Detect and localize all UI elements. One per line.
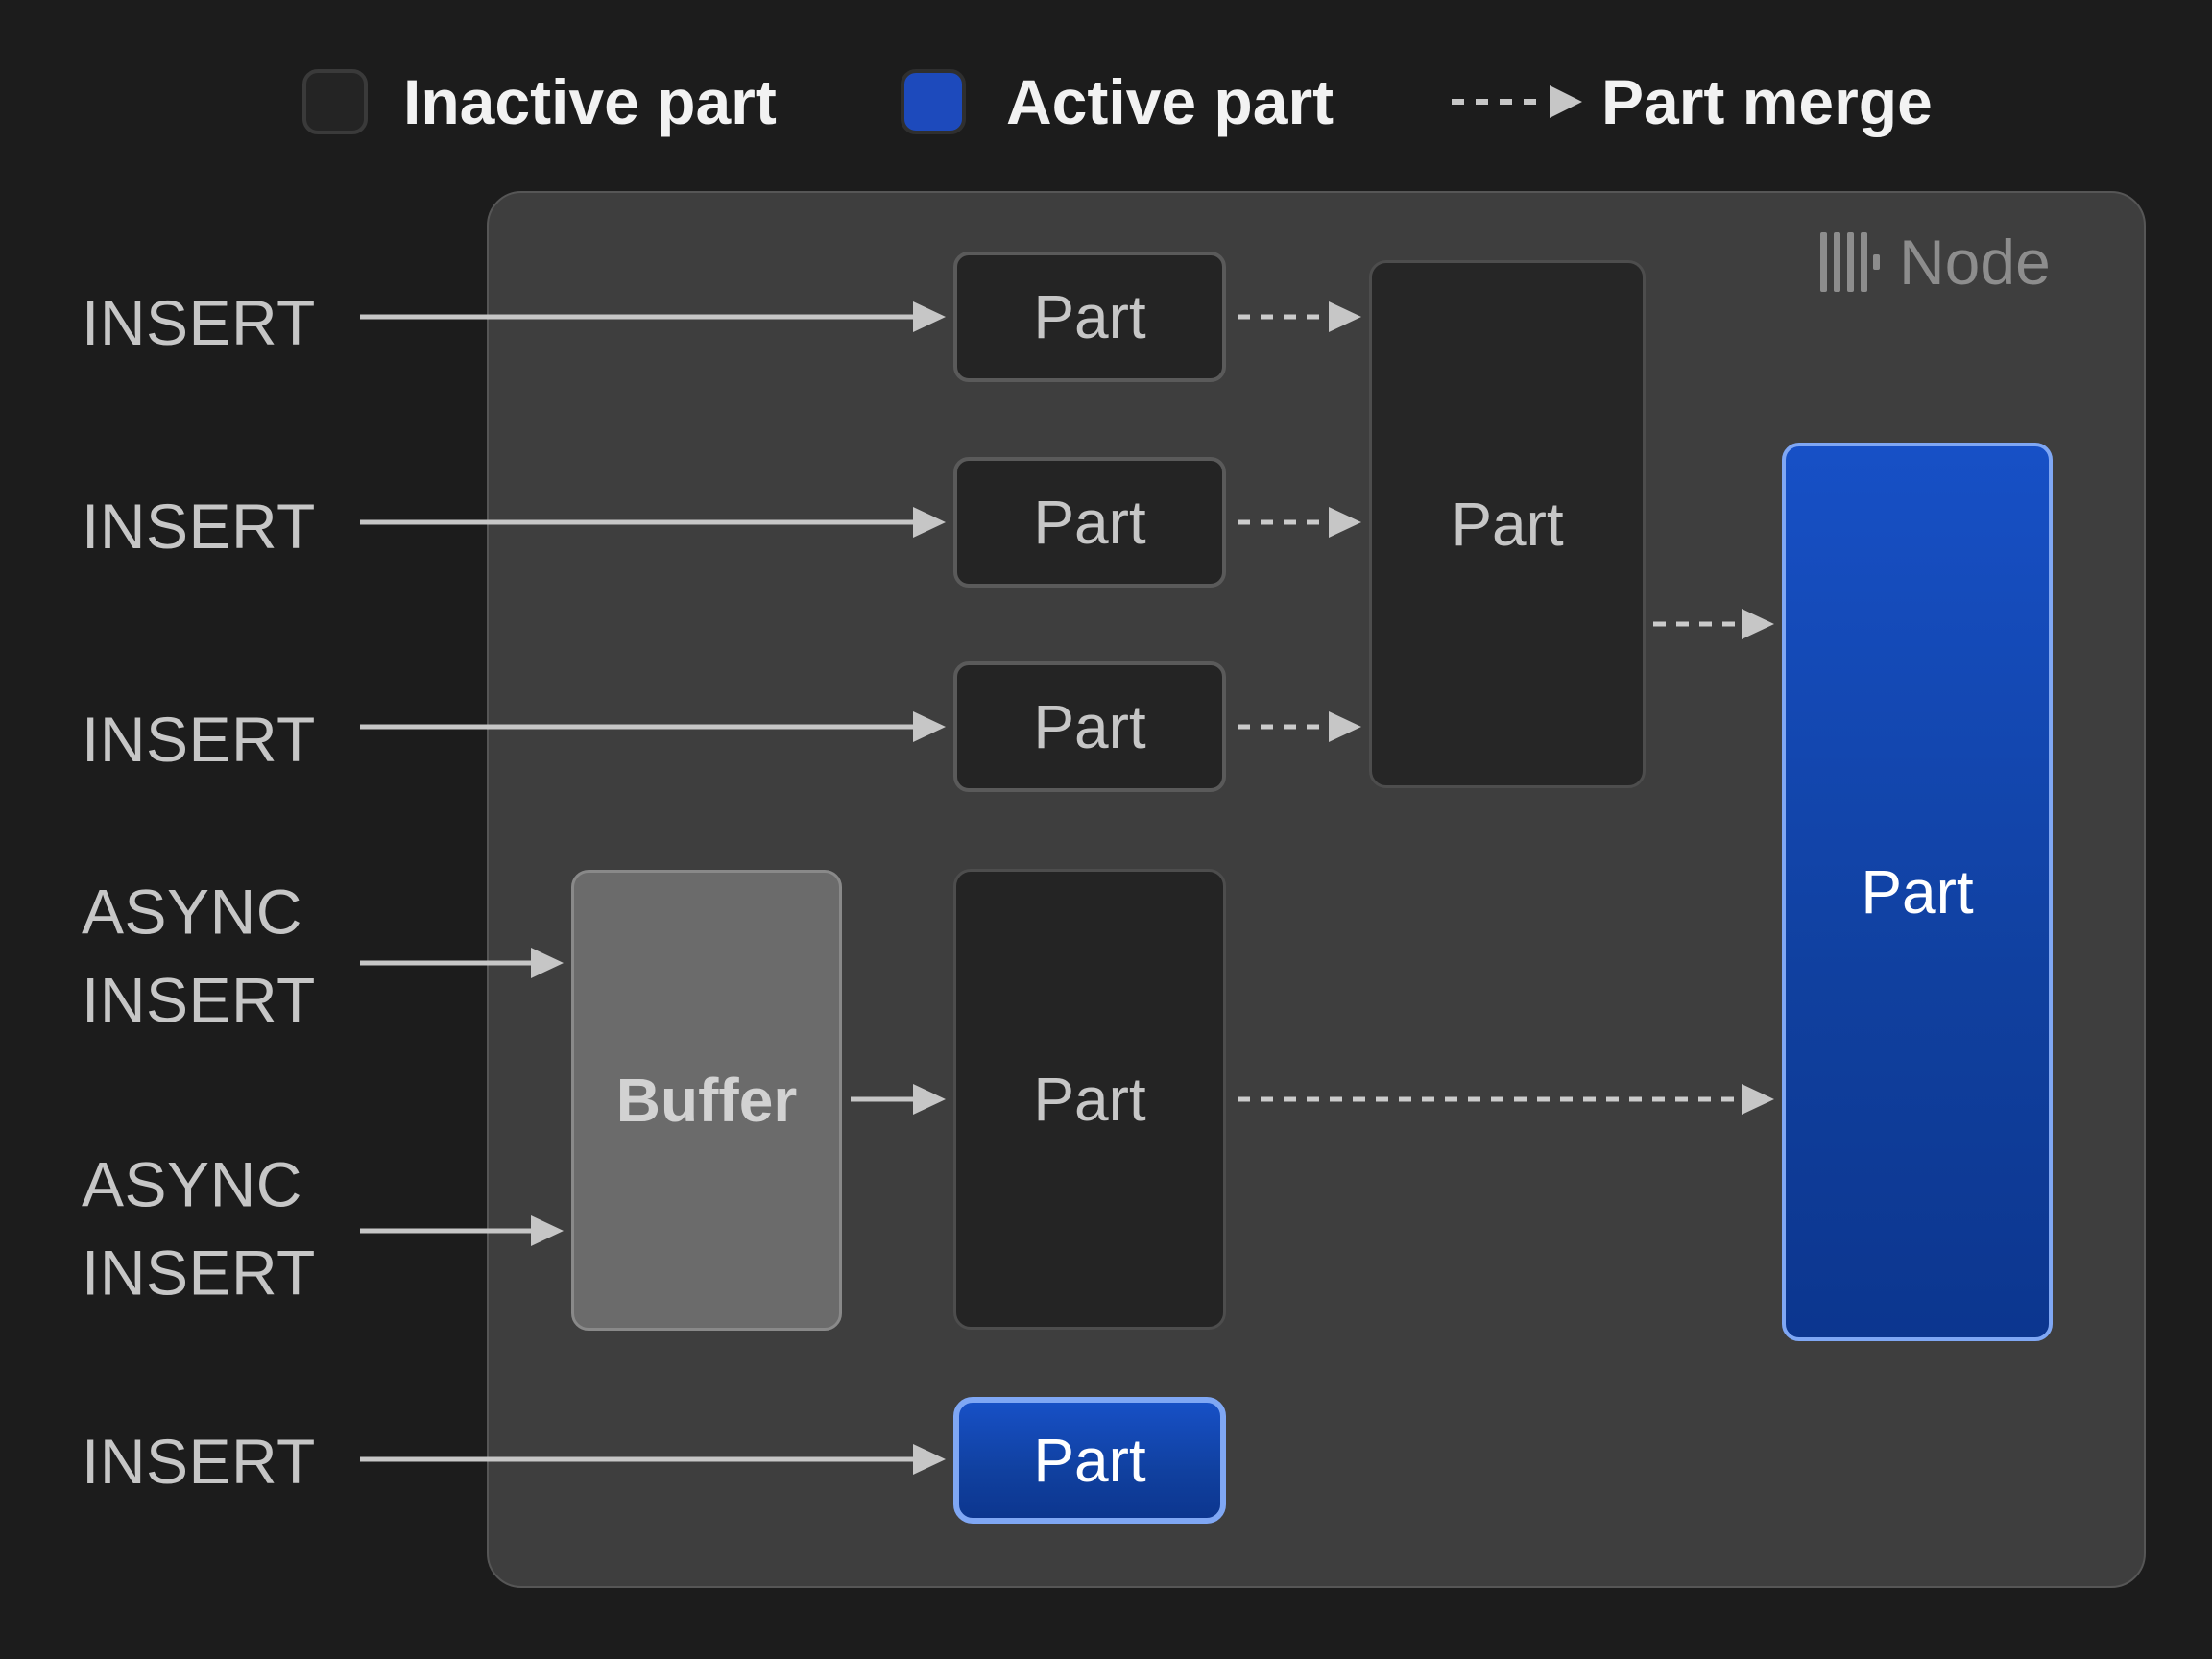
inactive-part-swatch	[302, 69, 368, 134]
part-box-label: Part	[1033, 692, 1146, 761]
clickhouse-logo-icon	[1820, 232, 1880, 292]
part-box-label: Part	[1033, 1065, 1146, 1134]
node-title-label: Node	[1899, 227, 2051, 298]
node-title: Node	[1820, 230, 2051, 294]
part-box-label: Part	[1451, 490, 1564, 559]
insert-label-1: INSERT	[82, 286, 316, 358]
insert-label-4: INSERT	[82, 1425, 316, 1497]
part-box-label: Part	[1033, 1426, 1146, 1495]
merged-part-box: Part	[1369, 260, 1646, 788]
part-box-label: Part	[1033, 282, 1146, 351]
buffer-box: Buffer	[571, 870, 842, 1331]
async-insert-label-2: ASYNC INSERT	[82, 1148, 316, 1309]
legend-item-merge: Part merge	[1450, 69, 1933, 134]
legend-label-inactive: Inactive part	[403, 66, 777, 137]
inactive-part-box-1: Part	[953, 252, 1226, 382]
part-box-label: Part	[1861, 857, 1974, 926]
active-part-box-main: Part	[1782, 443, 2053, 1341]
buffer-part-box: Part	[953, 869, 1226, 1330]
legend-label-merge: Part merge	[1601, 66, 1933, 137]
legend-label-active: Active part	[1006, 66, 1334, 137]
inactive-part-box-3: Part	[953, 661, 1226, 792]
active-part-swatch	[901, 69, 966, 134]
legend-item-inactive: Inactive part	[302, 69, 777, 134]
insert-label-3: INSERT	[82, 703, 316, 775]
async-insert-label-1: ASYNC INSERT	[82, 876, 316, 1036]
insert-label-2: INSERT	[82, 490, 316, 562]
inactive-part-box-2: Part	[953, 457, 1226, 588]
part-merge-arrow-icon	[1452, 85, 1582, 118]
legend-item-active: Active part	[901, 69, 1334, 134]
buffer-box-label: Buffer	[615, 1066, 798, 1135]
active-part-box-insert: Part	[953, 1397, 1226, 1524]
part-box-label: Part	[1033, 488, 1146, 557]
